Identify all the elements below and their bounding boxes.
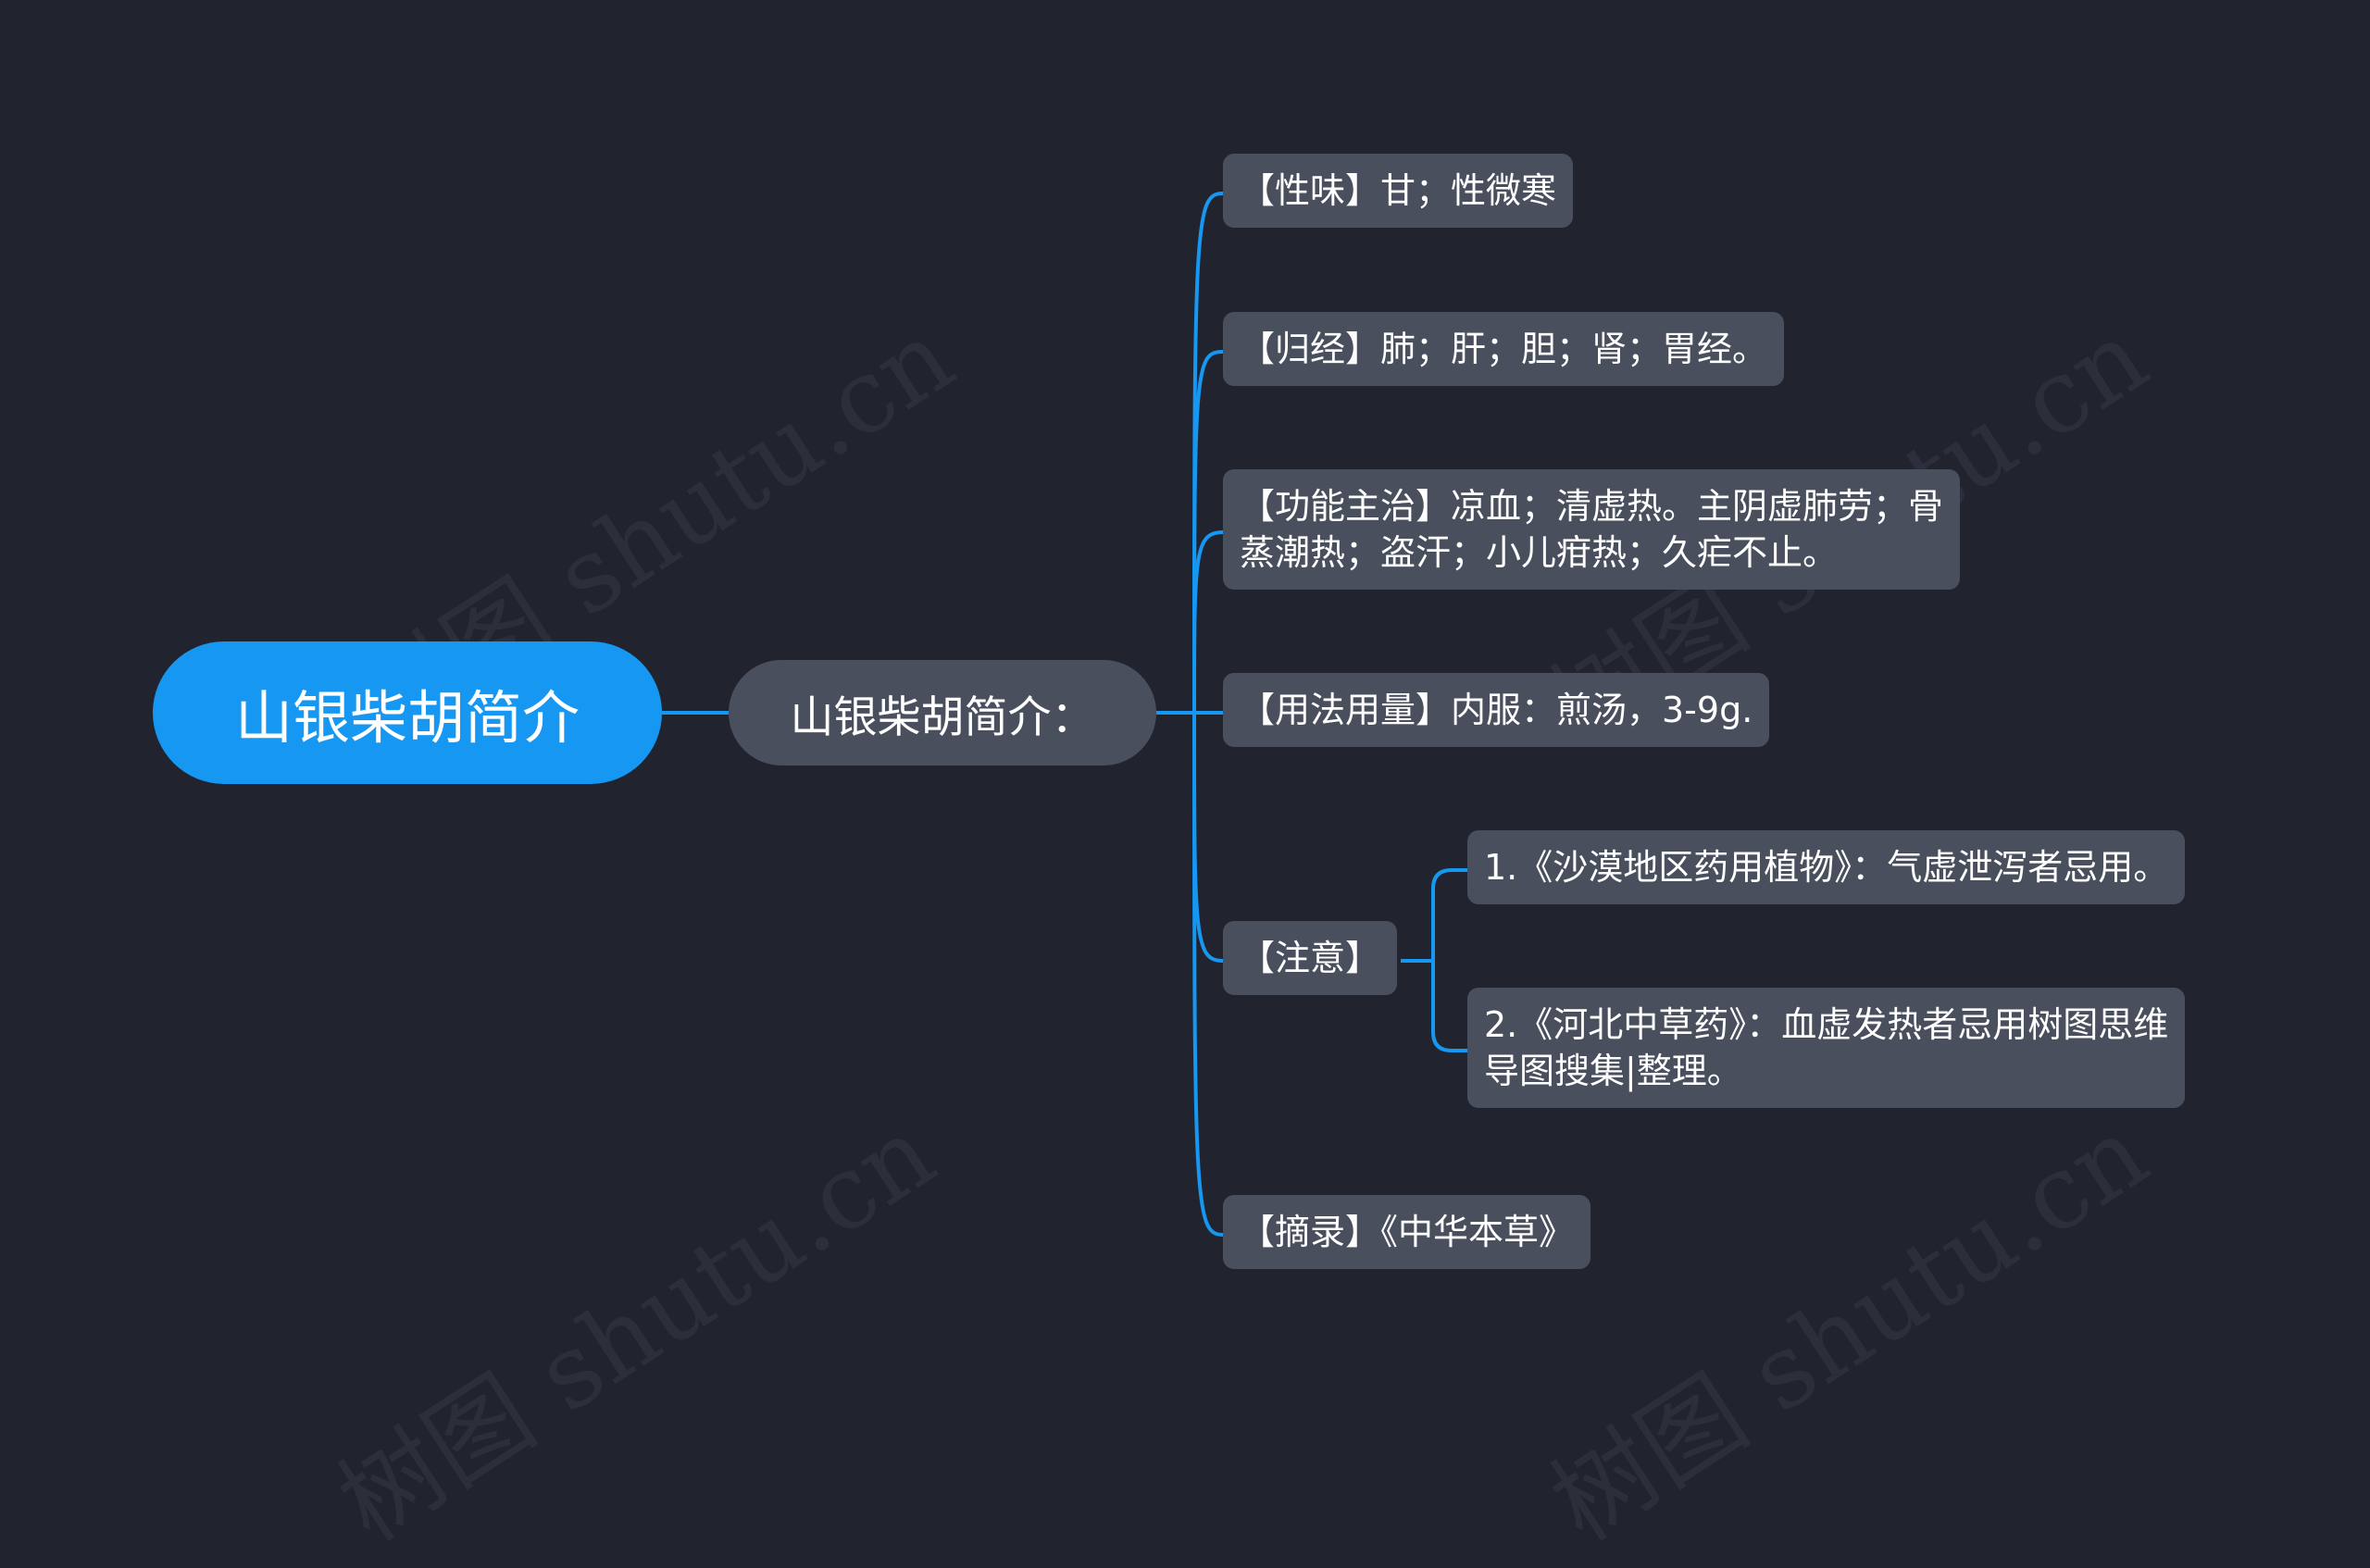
note-node-2[interactable]: 2.《河北中草药》：血虚发热者忌用树图思维 导图搜集|整理。 xyxy=(1467,988,2186,1108)
item-node-caution[interactable]: 【注意】 xyxy=(1223,921,1398,995)
item-text-line: 【归经】肺；肝；胆；肾；胃经。 xyxy=(1240,329,1768,369)
connector-item-5 xyxy=(1192,712,1224,963)
item-text-line: 【功能主治】凉血；清虚热。主阴虚肺劳；骨 xyxy=(1240,486,1944,527)
item-text-line: 蒸潮热；盗汗；小儿疳热；久疟不止。 xyxy=(1240,532,1839,573)
mind-map-canvas: 树图 shutu.cn 树图 shutu.cn 树图 shutu.cn 树图 s… xyxy=(153,154,2186,1563)
item-text-line: 【性味】甘；性微寒 xyxy=(1240,170,1557,211)
note-text-line: 2.《河北中草药》：血虚发热者忌用树图思维 xyxy=(1484,1004,2169,1045)
item-node-function[interactable]: 【功能主治】凉血；清虚热。主阴虚肺劳；骨 蒸潮热；盗汗；小儿疳热；久疟不止。 xyxy=(1223,469,1961,590)
item-node-dosage[interactable]: 【用法用量】内服：煎汤，3-9g. xyxy=(1223,673,1770,747)
root-node[interactable]: 山银柴胡简介 xyxy=(153,641,662,784)
item-node-nature-flavor[interactable]: 【性味】甘；性微寒 xyxy=(1223,154,1574,228)
connector-item-6 xyxy=(1192,712,1224,1237)
item-text-line: 【用法用量】内服：煎汤，3-9g. xyxy=(1240,690,1753,730)
note-text-line: 1.《沙漠地区药用植物》：气虚泄泻者忌用。 xyxy=(1484,847,2169,888)
item-node-excerpt[interactable]: 【摘录】《中华本草》 xyxy=(1223,1195,1591,1269)
connector-lines xyxy=(662,192,1467,1237)
item-node-meridian[interactable]: 【归经】肺；肝；胆；肾；胃经。 xyxy=(1223,312,1785,386)
connector-item-1 xyxy=(1192,192,1224,714)
topic-label: 山银柴胡简介： xyxy=(790,691,1095,743)
item-text-line: 【摘录】《中华本草》 xyxy=(1240,1212,1575,1252)
connector-note-2 xyxy=(1431,961,1467,1052)
connector-note-1 xyxy=(1431,868,1467,961)
root-label: 山银柴胡简介 xyxy=(234,684,580,752)
note-node-1[interactable]: 1.《沙漠地区药用植物》：气虚泄泻者忌用。 xyxy=(1467,830,2186,904)
item-text-line: 【注意】 xyxy=(1240,938,1381,978)
note-text-line: 导图搜集|整理。 xyxy=(1484,1051,1742,1091)
connector-item-3 xyxy=(1192,530,1224,714)
topic-node[interactable]: 山银柴胡简介： xyxy=(729,660,1156,765)
